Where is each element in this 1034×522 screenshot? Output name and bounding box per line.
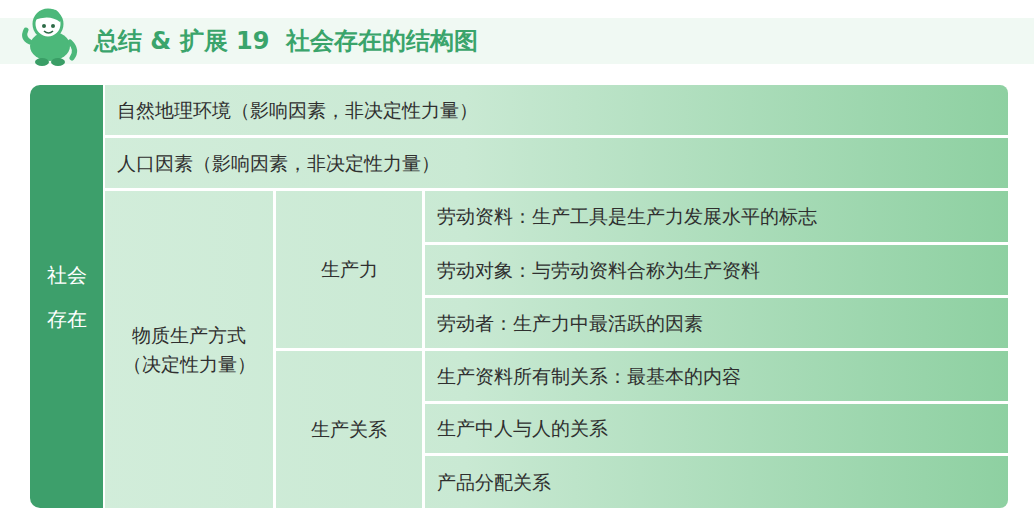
cell-text: 劳动者：生产力中最活跃的因素 xyxy=(437,309,703,338)
title-band xyxy=(0,18,1034,64)
category-label: 社会存在 xyxy=(46,253,88,341)
cell-text: 劳动对象：与劳动资料合称为生产资料 xyxy=(437,256,760,285)
table-cell: 自然地理环境（影响因素，非决定性力量） xyxy=(105,85,1008,135)
cell-text: 自然地理环境（影响因素，非决定性力量） xyxy=(117,96,478,125)
cell-text: 生产中人与人的关系 xyxy=(437,414,608,443)
cell-text: 生产关系 xyxy=(311,415,387,444)
table-cell: 生产中人与人的关系 xyxy=(425,404,1008,453)
table-cell: 人口因素（影响因素，非决定性力量） xyxy=(105,138,1008,188)
category-cell: 社会存在 xyxy=(30,85,103,508)
table-cell: 产品分配关系 xyxy=(425,456,1008,508)
diagram-title: 总结 & 扩展 19 社会存在的结构图 xyxy=(94,24,478,58)
cell-text: 劳动资料：生产工具是生产力发展水平的标志 xyxy=(437,202,817,231)
table-cell: 生产关系 xyxy=(276,351,422,508)
table-cell: 生产资料所有制关系：最基本的内容 xyxy=(425,351,1008,401)
table-cell: 生产力 xyxy=(276,191,422,348)
cell-text: 物质生产方式 （决定性力量） xyxy=(114,321,264,378)
table-cell: 劳动者：生产力中最活跃的因素 xyxy=(425,298,1008,348)
cell-text: 人口因素（影响因素，非决定性力量） xyxy=(117,149,440,178)
cell-text: 产品分配关系 xyxy=(437,468,551,497)
cell-text: 生产力 xyxy=(321,255,378,284)
table-cell: 劳动资料：生产工具是生产力发展水平的标志 xyxy=(425,191,1008,242)
cell-text: 生产资料所有制关系：最基本的内容 xyxy=(437,362,741,391)
mascot-icon xyxy=(25,9,75,66)
table-cell: 物质生产方式 （决定性力量） xyxy=(105,191,273,508)
table-cell: 劳动对象：与劳动资料合称为生产资料 xyxy=(425,245,1008,295)
